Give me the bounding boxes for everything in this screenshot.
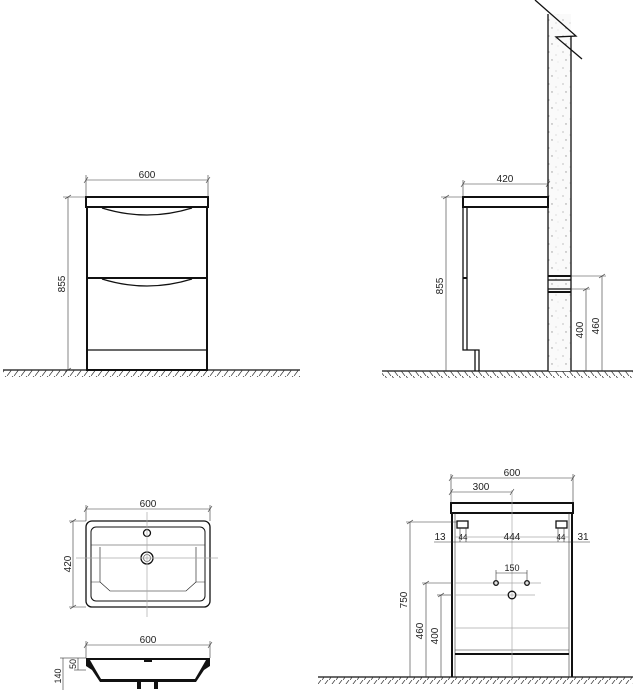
- section-rim-height-label: 50: [68, 659, 78, 669]
- basin-top-view: 600 420: [63, 499, 218, 617]
- mount-spacing-label: 444: [504, 532, 521, 543]
- basin-section-view: 600 50 140: [53, 635, 213, 690]
- mount-bracket-left: [456, 520, 469, 529]
- floor-hatch: [3, 370, 300, 377]
- front-width-label: 600: [139, 170, 156, 181]
- back-half-width-label: 300: [473, 482, 490, 493]
- side-height-label: 855: [435, 277, 446, 294]
- mount-left-offset-label: 13: [434, 532, 446, 543]
- floor-hatch-back: [318, 677, 633, 684]
- front-height-label: 855: [57, 275, 68, 292]
- basin-width-label: 600: [140, 499, 157, 510]
- drain-height-label: 400: [430, 627, 441, 644]
- cabinet-body: [86, 206, 208, 371]
- side-drain-height-label: 400: [575, 321, 586, 338]
- side-view: 420 855 400 460: [382, 0, 633, 378]
- mount-height-label: 750: [399, 591, 410, 608]
- inlet-spacing-label: 150: [504, 563, 519, 573]
- back-width-label: 600: [504, 468, 521, 479]
- basin-outline: [85, 520, 211, 608]
- inlet-height-label: 460: [415, 622, 426, 639]
- countertop: [85, 196, 209, 208]
- mount-left-bracket-label: 44: [459, 533, 468, 542]
- back-view: 600 300 13 44 444 44 31 150 750 460 400: [318, 468, 633, 684]
- wall-break-symbol: [534, 0, 583, 60]
- drawer-handle-bottom: [101, 278, 193, 287]
- floor-hatch-side: [382, 371, 633, 378]
- mount-bracket-right: [555, 520, 568, 529]
- basin-depth-label: 420: [63, 555, 74, 572]
- front-view: 600 855: [3, 170, 300, 377]
- mount-right-bracket-label: 44: [557, 533, 566, 542]
- mount-right-offset-label: 31: [577, 532, 589, 543]
- section-total-height-label: 140: [53, 668, 63, 683]
- side-inlet-height-label: 460: [591, 317, 602, 334]
- wall-section: [548, 14, 571, 371]
- side-countertop: [462, 196, 549, 208]
- section-width-label: 600: [140, 635, 157, 646]
- side-depth-label: 420: [497, 174, 514, 185]
- drawer-handle-top: [101, 207, 193, 216]
- drain-outlet: [507, 590, 517, 600]
